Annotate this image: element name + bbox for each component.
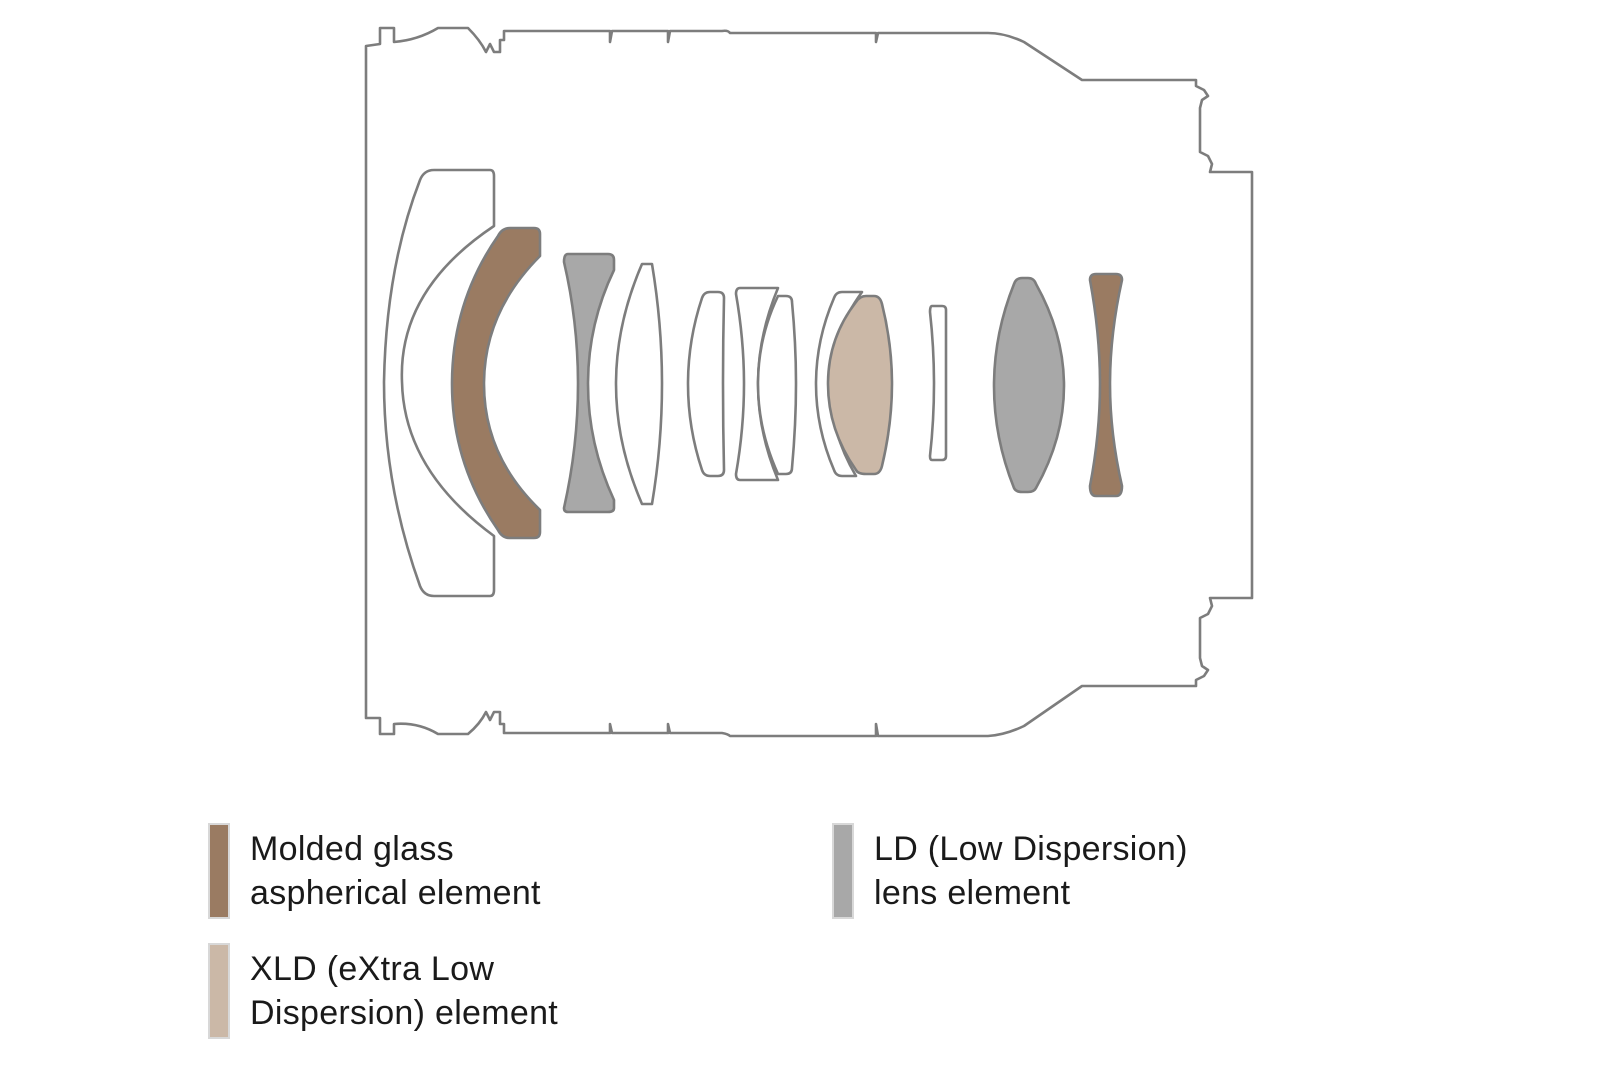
lens-element-4 xyxy=(614,262,664,506)
lens-element-2 xyxy=(450,226,542,540)
lens-element-12 xyxy=(1088,272,1124,498)
legend-molded-glass: Molded glass aspherical element xyxy=(208,823,541,919)
lens-element-7 xyxy=(756,294,798,476)
legend-swatch-xld xyxy=(208,943,230,1039)
legend-swatch-ld xyxy=(832,823,854,919)
lens-element-3 xyxy=(562,252,616,514)
legend-ld: LD (Low Dispersion) lens element xyxy=(832,823,1188,919)
legend-label-ld: LD (Low Dispersion) lens element xyxy=(874,830,1188,912)
lens-barrel-outline xyxy=(364,26,1254,738)
legend-swatch-molded xyxy=(208,823,230,919)
lens-element-9 xyxy=(826,294,894,476)
lens-element-5 xyxy=(686,290,726,478)
legend-xld: XLD (eXtra Low Dispersion) element xyxy=(208,943,558,1039)
lens-construction-diagram xyxy=(364,26,1254,738)
legend-label-molded: Molded glass aspherical element xyxy=(250,830,541,912)
legend-label-xld: XLD (eXtra Low Dispersion) element xyxy=(250,950,559,1032)
lens-element-1 xyxy=(382,168,496,598)
lens-element-11 xyxy=(992,276,1066,494)
lens-element-10 xyxy=(928,304,948,462)
